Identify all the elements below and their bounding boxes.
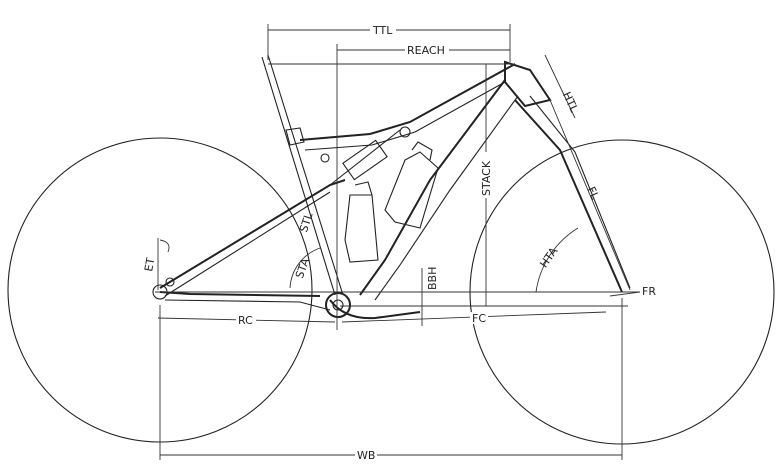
- label-fr: FR: [642, 285, 656, 298]
- label-htl: HTL: [560, 90, 581, 115]
- label-hta: HTA: [537, 245, 560, 271]
- label-reach: REACH: [407, 44, 445, 57]
- label-stack: STACK: [480, 160, 493, 196]
- label-fc: FC: [472, 312, 486, 325]
- fork: [514, 95, 631, 293]
- label-bbh: BBH: [426, 267, 439, 290]
- water-bottles: [344, 141, 439, 263]
- label-wb: WB: [357, 449, 375, 462]
- label-stl: STL: [297, 210, 316, 234]
- label-ttl: TTL: [372, 24, 393, 37]
- dimension-lines: [155, 24, 641, 460]
- dimension-labels: TTL REACH HTL STACK FL HTA FR BBH FC RC …: [142, 24, 656, 462]
- label-et: ET: [142, 257, 157, 273]
- frame: [152, 54, 552, 320]
- label-rc: RC: [238, 314, 253, 327]
